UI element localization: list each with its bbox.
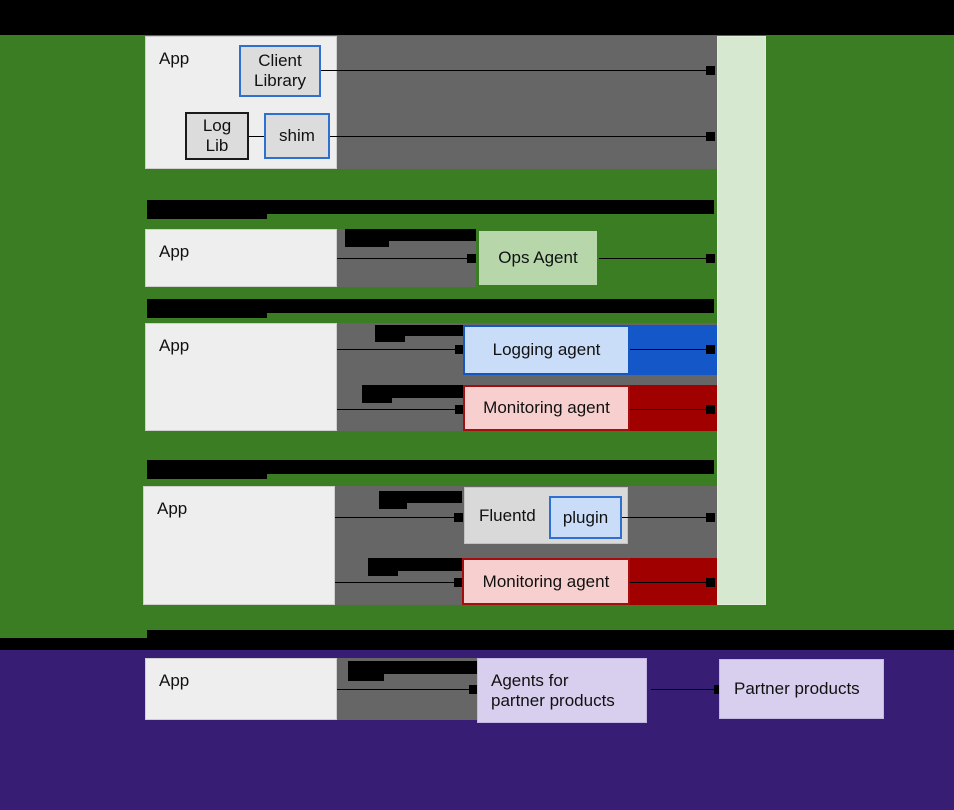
redacted-edge-label-row5b: [348, 661, 384, 681]
partner-agents-label: Agents for partner products: [491, 670, 615, 710]
top-black-band: [0, 0, 954, 35]
arrowhead-app-logging-agent: [455, 345, 464, 354]
redacted-section-label-2b: [147, 299, 714, 313]
arrowhead-monitoring-agent-2-out: [706, 578, 715, 587]
connector-client-library-out: [321, 70, 709, 71]
arrowhead-logging-agent-out: [706, 345, 715, 354]
app-box-fluentd-row: App: [143, 486, 335, 605]
logging-agent-label: Logging agent: [492, 340, 601, 360]
connector-plugin-out: [622, 517, 709, 518]
arrowhead-app-fluentd: [454, 513, 463, 522]
redacted-edge-label-row4b: [379, 491, 407, 509]
connector-app-fluentd: [335, 517, 457, 518]
client-library-label: Client Library: [254, 51, 306, 90]
connector-monitoring-agent-out: [630, 409, 709, 410]
redacted-section-label-4: [147, 630, 954, 650]
redacted-edge-label-row3a: [375, 325, 463, 336]
arrowhead-app-monitoring-agent-2: [454, 578, 463, 587]
app-label: App: [159, 336, 190, 355]
arrowhead-client-library-out: [706, 66, 715, 75]
redacted-section-label-3b: [147, 460, 714, 474]
redacted-edge-label-row4d: [368, 558, 398, 576]
plugin-label: plugin: [562, 507, 609, 527]
fluentd-label: Fluentd: [479, 505, 536, 525]
shim-label: shim: [279, 126, 315, 146]
app-box-ops-agent-row: App: [145, 229, 337, 287]
redacted-edge-label-row2b: [345, 229, 389, 247]
connector-loglib-shim: [249, 136, 264, 137]
obscured-region-row1: [336, 36, 717, 169]
redacted-edge-label-row3d: [362, 385, 392, 403]
app-box-partner-row: App: [145, 658, 337, 720]
connector-ops-agent-out: [599, 258, 709, 259]
arrowhead-shim-out: [706, 132, 715, 141]
redacted-section-label-1b: [147, 200, 714, 214]
connector-app-monitoring-agent: [337, 409, 458, 410]
shim-box: shim: [264, 113, 330, 159]
app-label: App: [159, 49, 190, 68]
logging-agent-box: Logging agent: [463, 325, 630, 375]
log-lib-label: Log Lib: [202, 116, 232, 155]
partner-agents-box: Agents for partner products: [477, 658, 647, 723]
log-lib-box: Log Lib: [185, 112, 249, 160]
arrowhead-monitoring-agent-out: [706, 405, 715, 414]
connector-partner-agents-products: [651, 689, 720, 690]
connector-app-monitoring-agent-2: [335, 582, 457, 583]
connector-app-logging-agent: [337, 349, 458, 350]
arrowhead-plugin-out: [706, 513, 715, 522]
arrowhead-app-partner-agents: [469, 685, 478, 694]
client-library-box: Client Library: [239, 45, 321, 97]
connector-logging-agent-out: [630, 349, 709, 350]
redacted-edge-label-row3b: [375, 325, 405, 342]
app-box-legacy-agents-row: App: [145, 323, 337, 431]
connector-app-partner-agents: [337, 689, 472, 690]
partner-products-box: Partner products: [719, 659, 884, 719]
partner-products-label: Partner products: [734, 679, 860, 699]
right-rail-panel: [717, 36, 766, 605]
plugin-box: plugin: [549, 496, 622, 539]
arrowhead-app-ops-agent: [467, 254, 476, 263]
monitoring-agent-box-legacy: Monitoring agent: [463, 385, 630, 431]
arrowhead-partner-agents-products: [714, 685, 723, 694]
connector-shim-out: [330, 136, 709, 137]
app-label: App: [159, 242, 190, 261]
app-label: App: [157, 499, 188, 518]
ops-agent-label: Ops Agent: [498, 248, 578, 268]
monitoring-agent-box-fluentd: Monitoring agent: [462, 558, 630, 605]
arrowhead-ops-agent-out: [706, 254, 715, 263]
connector-monitoring-agent-2-out: [630, 582, 709, 583]
monitoring-agent-label: Monitoring agent: [482, 571, 610, 591]
monitoring-agent-label: Monitoring agent: [483, 398, 610, 418]
arrowhead-app-monitoring-agent: [455, 405, 464, 414]
app-label: App: [159, 671, 190, 690]
connector-app-ops-agent: [337, 258, 471, 259]
ops-agent-box: Ops Agent: [477, 229, 599, 287]
